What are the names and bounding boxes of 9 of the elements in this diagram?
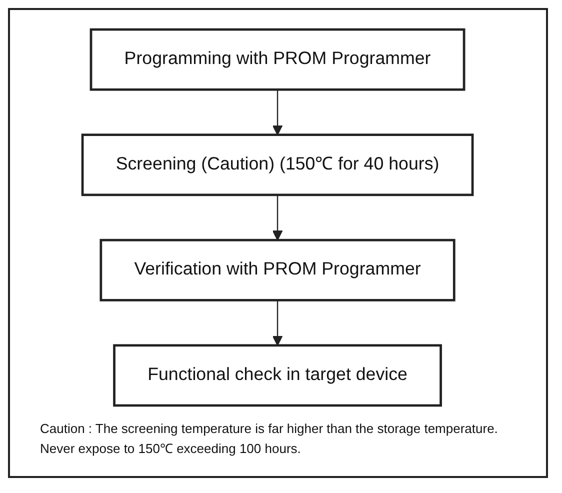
node-box [90,28,466,91]
arrow [272,300,284,346]
frame-border: Programming with PROM Programmer Screening (Caution) (150℃ for 40 hours) Verification with PROM Programmer Functional check in target device Caution : The screening temperature is far higher than the storage temperature. Never expose to 150℃ exceeding 100 hours. [8,8,548,478]
node-box [100,238,456,302]
node-box [114,344,442,407]
caution-note: Caution : The screening temperature is far higher than the storage temperature. Never expose to 150℃ exceeding 100 hours. [40,420,499,458]
node-box [82,134,474,196]
arrow [272,90,284,136]
arrow [272,194,284,241]
